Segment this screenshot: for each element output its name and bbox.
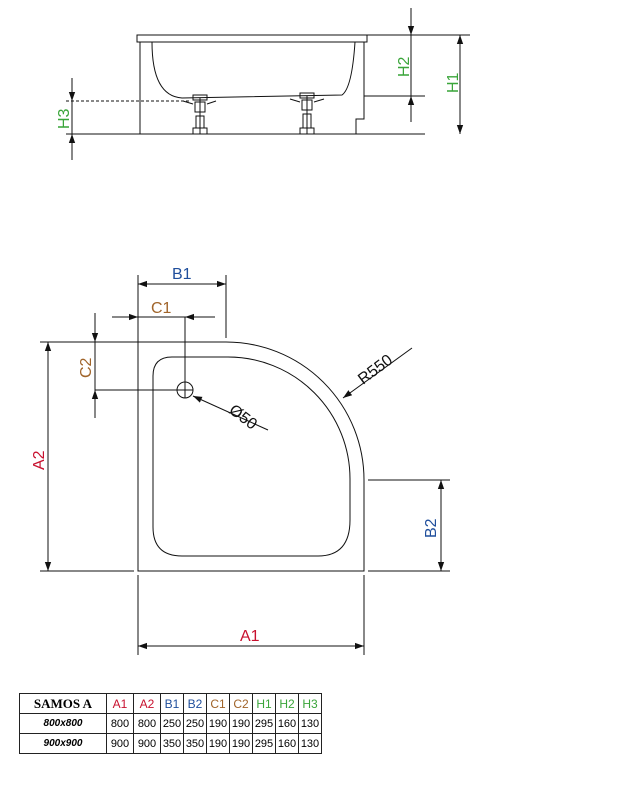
cell-c2: 190 (229, 713, 253, 734)
cell-h2: 160 (275, 733, 299, 754)
table-row: 900x900 900 900 350 350 190 190 295 160 … (19, 733, 322, 754)
radius-leader (342, 347, 413, 399)
table-row: 800x800 800 800 250 250 190 190 295 160 … (19, 713, 322, 734)
row-size: 900x900 (19, 733, 107, 754)
col-h3: H3 (298, 693, 322, 714)
label-b1: B1 (172, 266, 192, 283)
cell-b1: 350 (160, 733, 184, 754)
row-size: 800x800 (19, 713, 107, 734)
col-a1: A1 (106, 693, 134, 714)
cell-h1: 295 (252, 713, 276, 734)
label-c2: C2 (78, 357, 95, 378)
tray-body (139, 42, 365, 135)
label-b2: B2 (423, 518, 440, 538)
foot-left (182, 94, 217, 135)
tray-rim (136, 34, 368, 43)
col-h2: H2 (275, 693, 299, 714)
cell-h3: 130 (298, 733, 322, 754)
col-c2: C2 (229, 693, 253, 714)
spec-table: SAMOS A A1 A2 B1 B2 C1 C2 H1 H2 H3 800x8… (19, 693, 322, 754)
cell-a1: 800 (106, 713, 134, 734)
top-view (40, 275, 450, 655)
foot-right (289, 92, 325, 135)
label-radius: R550 (355, 352, 396, 389)
label-h2: H2 (396, 56, 413, 77)
tray-basin-top (152, 356, 351, 557)
side-view (66, 8, 470, 160)
col-a2: A2 (133, 693, 161, 714)
cell-a1: 900 (106, 733, 134, 754)
label-drain-diameter: Ø50 (226, 402, 260, 434)
label-h1: H1 (445, 72, 462, 93)
cell-b2: 250 (183, 713, 207, 734)
col-c1: C1 (206, 693, 230, 714)
cell-c1: 190 (206, 733, 230, 754)
col-b2: B2 (183, 693, 207, 714)
model-name: SAMOS A (19, 693, 107, 714)
cell-c1: 190 (206, 713, 230, 734)
cell-h1: 295 (252, 733, 276, 754)
cell-c2: 190 (229, 733, 253, 754)
col-h1: H1 (252, 693, 276, 714)
col-b1: B1 (160, 693, 184, 714)
tray-outline (137, 341, 365, 572)
cell-a2: 800 (133, 713, 161, 734)
cell-b1: 250 (160, 713, 184, 734)
drain-leader (192, 395, 269, 431)
cell-a2: 900 (133, 733, 161, 754)
tray-basin (151, 41, 356, 99)
cell-h3: 130 (298, 713, 322, 734)
label-h3: H3 (56, 108, 73, 129)
cell-h2: 160 (275, 713, 299, 734)
label-a2: A2 (31, 450, 48, 470)
spec-header-row: SAMOS A A1 A2 B1 B2 C1 C2 H1 H2 H3 (19, 693, 322, 714)
label-a1: A1 (240, 628, 260, 645)
label-c1: C1 (151, 300, 172, 317)
cell-b2: 350 (183, 733, 207, 754)
